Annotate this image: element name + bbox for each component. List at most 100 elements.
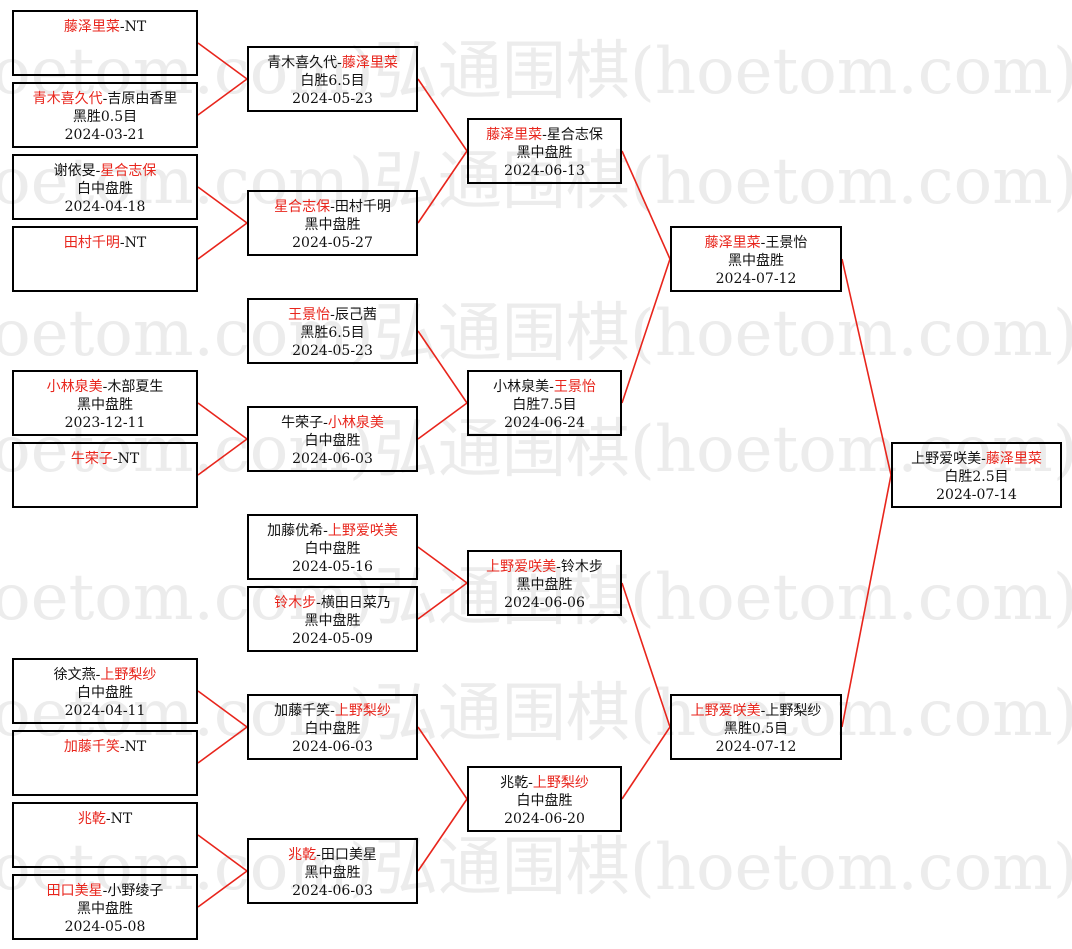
match-players: 小林泉美-王景怡 [469,378,620,396]
player-1-name: 藤泽里菜 [63,19,120,35]
match-result: 白中盘胜 [516,793,573,809]
match-players: 徐文燕-上野梨纱 [14,666,196,684]
player-1-name: 小林泉美 [46,379,103,395]
match-result: 白中盘胜 [304,541,361,557]
versus-dash: - [323,415,328,431]
match-players: 谢依旻-星合志保 [14,162,196,180]
connector-r3-3-to-r4-2 [621,582,671,728]
match-players: 藤泽里菜-王景怡 [672,234,840,252]
versus-dash: - [102,883,108,899]
player-1-name: 兆乾 [77,811,106,827]
match-players: 田村千明-NT [14,234,196,252]
player-2-name: 小野绫子 [107,883,164,899]
connector-r1-5-to-r2-4 [197,402,248,440]
connector-r3-1-to-r4-1 [621,150,671,260]
match-result: 白中盘胜 [77,181,133,197]
match-players: 上野爱咲美-铃木步 [469,558,620,576]
connector-r1-2-to-r2-1 [197,78,248,116]
match-box-r1-6: 牛荣子-NT [12,442,198,508]
match-date: 2024-06-03 [292,739,373,755]
versus-dash: - [528,775,533,791]
player-1-name: 加藤千笑 [274,703,331,719]
player-1-name: 星合志保 [274,199,331,215]
versus-dash: - [330,703,335,719]
player-2-name: NT [124,19,147,35]
match-result: 黑中盘胜 [77,397,133,413]
connector-r1-1-to-r2-1 [197,42,248,80]
player-1-name: 牛荣子 [281,415,324,431]
match-box-r1-9: 兆乾-NT [12,802,198,868]
player-2-name: 上野梨纱 [765,703,822,719]
match-date: 2024-05-08 [64,919,146,935]
match-result: 黑中盘胜 [304,613,361,629]
match-result: 黑中盘胜 [728,253,784,269]
match-date: 2024-06-06 [504,595,585,611]
player-2-name: 上野爱咲美 [327,523,398,539]
versus-dash: - [119,739,125,755]
versus-dash: - [549,379,554,395]
connector-r2-2-to-r3-1 [417,150,468,224]
player-1-name: 加藤优希 [267,523,324,539]
player-2-name: 星合志保 [100,163,157,179]
player-2-name: NT [124,235,147,251]
versus-dash: - [316,595,321,611]
versus-dash: - [323,523,328,539]
match-players: 兆乾-田口美星 [249,846,416,864]
match-result: 白中盘胜 [77,685,133,701]
match-result: 白中盘胜 [304,433,361,449]
match-date: 2024-05-27 [292,235,373,251]
match-result: 黑胜0.5目 [723,721,789,737]
player-2-name: NT [117,451,140,467]
versus-dash: - [542,127,547,143]
match-players: 青木喜久代-吉原由香里 [14,90,196,108]
match-result: 黑胜6.5目 [300,325,365,341]
match-box-r1-4: 田村千明-NT [12,226,198,292]
match-box-r2-3: 王景怡-辰己茜黑胜6.5目 2024-05-23 [247,298,418,364]
match-players: 藤泽里菜-星合志保 [469,126,620,144]
player-2-name: 田口美星 [320,847,377,863]
match-result: 黑中盘胜 [516,145,573,161]
match-players: 兆乾-上野梨纱 [469,774,620,792]
player-2-name: 王景怡 [765,235,808,251]
match-date: 2024-05-16 [292,559,373,575]
connector-r1-3-to-r2-2 [197,186,248,224]
match-date: 2024-06-03 [292,883,373,899]
player-1-name: 加藤千笑 [63,739,120,755]
player-1-name: 藤泽里菜 [486,127,543,143]
versus-dash: - [95,667,101,683]
match-players: 加藤千笑-NT [14,738,196,756]
match-players: 王景怡-辰己茜 [249,306,416,324]
match-players: 加藤千笑-上野梨纱 [249,702,416,720]
versus-dash: - [112,451,118,467]
match-box-r1-2: 青木喜久代-吉原由香里黑胜0.5目 2024-03-21 [12,82,198,148]
player-1-name: 青木喜久代 [267,55,338,71]
player-2-name: 上野梨纱 [532,775,589,791]
connector-r2-1-to-r3-1 [417,78,468,152]
match-date: 2024-03-21 [64,127,146,143]
connector-r2-5-to-r3-3 [417,546,468,584]
connector-r1-7-to-r2-7 [197,690,248,728]
match-result: 黑中盘胜 [77,901,133,917]
match-result: 黑胜0.5目 [72,109,138,125]
match-box-r2-5: 加藤优希-上野爱咲美白中盘胜 2024-05-16 [247,514,418,580]
match-players: 小林泉美-木部夏生 [14,378,196,396]
player-1-name: 上野爱咲美 [690,703,761,719]
player-1-name: 兆乾 [288,847,317,863]
match-result: 白胜7.5目 [512,397,577,413]
player-1-name: 小林泉美 [493,379,550,395]
player-1-name: 牛荣子 [70,451,113,467]
player-2-name: 吉原由香里 [107,91,178,107]
player-1-name: 兆乾 [500,775,529,791]
versus-dash: - [105,811,111,827]
match-date: 2024-05-23 [292,91,373,107]
match-players: 兆乾-NT [14,810,196,828]
match-date: 2024-05-23 [292,343,373,359]
player-1-name: 徐文燕 [53,667,96,683]
